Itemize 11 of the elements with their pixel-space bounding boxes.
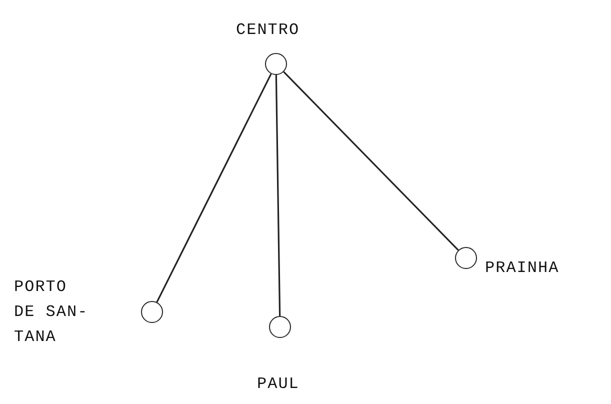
place-label: PORTO DE SAN-TANA xyxy=(14,277,90,348)
place-label: PRAINHA xyxy=(485,258,560,279)
junction-circle xyxy=(141,301,163,323)
place-label: CENTRO xyxy=(236,20,301,41)
connector-line xyxy=(275,74,281,316)
junction-circle xyxy=(455,247,477,269)
junction-circle xyxy=(265,53,287,75)
connector-line xyxy=(156,73,272,303)
place-label: PAUL xyxy=(257,374,300,395)
junction-circle xyxy=(269,316,291,338)
connector-line xyxy=(283,71,459,251)
